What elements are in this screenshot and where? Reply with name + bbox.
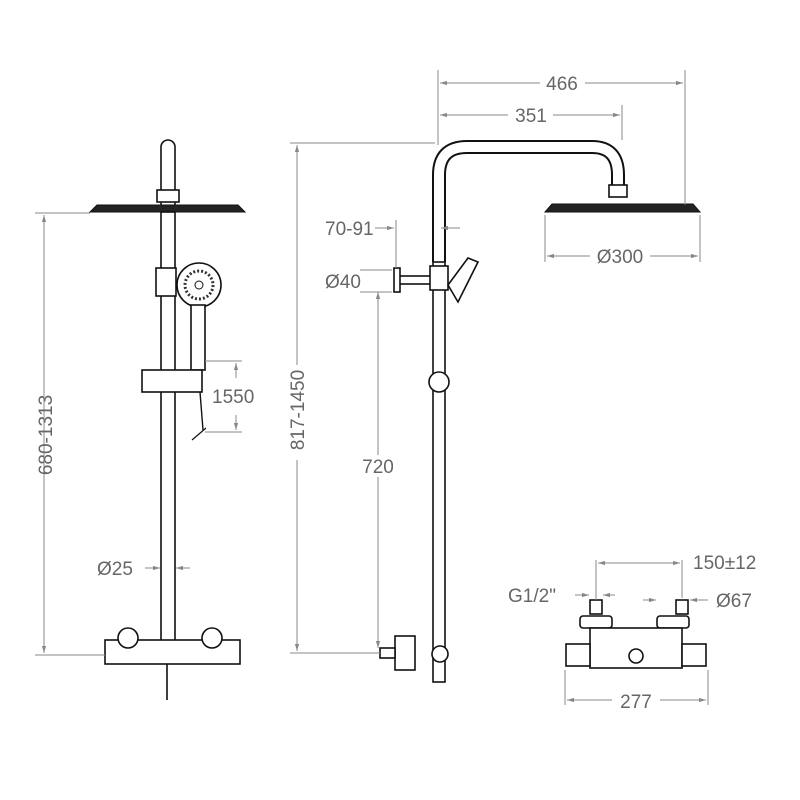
side-view: 466 351 817-1450 70-91 720 Ø40 Ø300 <box>285 70 702 683</box>
dim-centers: 150±12 <box>693 553 756 574</box>
hand-shower <box>447 257 480 304</box>
slider-knob <box>428 371 450 393</box>
dim-width: 277 <box>620 692 652 713</box>
mixer-view: 150±12 G1/2" Ø67 277 <box>508 553 756 713</box>
front-view: 680-1313 1550 Ø25 <box>35 139 254 700</box>
dim-escutcheon-diameter: Ø67 <box>716 591 752 612</box>
dim-pipe-diameter: Ø25 <box>97 559 133 580</box>
dim-rail-height: 720 <box>362 457 394 478</box>
holder-bracket <box>155 267 177 297</box>
dim-wall-distance: 70-91 <box>325 219 374 240</box>
rain-shower-head <box>543 203 702 213</box>
slider <box>141 369 203 393</box>
dim-head-diameter: Ø300 <box>597 247 643 268</box>
dim-thread: G1/2" <box>508 586 556 607</box>
rain-shower-head <box>88 204 247 213</box>
dim-height-range: 680-1313 <box>36 395 57 475</box>
head-connector <box>608 184 628 198</box>
dim-bracket-diameter: Ø40 <box>325 272 361 293</box>
head-connector <box>156 189 180 203</box>
dim-arm-total: 466 <box>546 74 578 95</box>
riser-pipe <box>432 261 446 683</box>
escutcheon-left <box>579 615 613 629</box>
mixer-side <box>394 635 416 671</box>
hose <box>199 391 204 431</box>
dim-arm-reach: 351 <box>515 106 547 127</box>
hand-shower-handle <box>190 304 206 371</box>
dim-hose-length: 1550 <box>212 387 254 408</box>
dim-total-height: 817-1450 <box>288 370 309 450</box>
escutcheon-right <box>656 615 690 629</box>
